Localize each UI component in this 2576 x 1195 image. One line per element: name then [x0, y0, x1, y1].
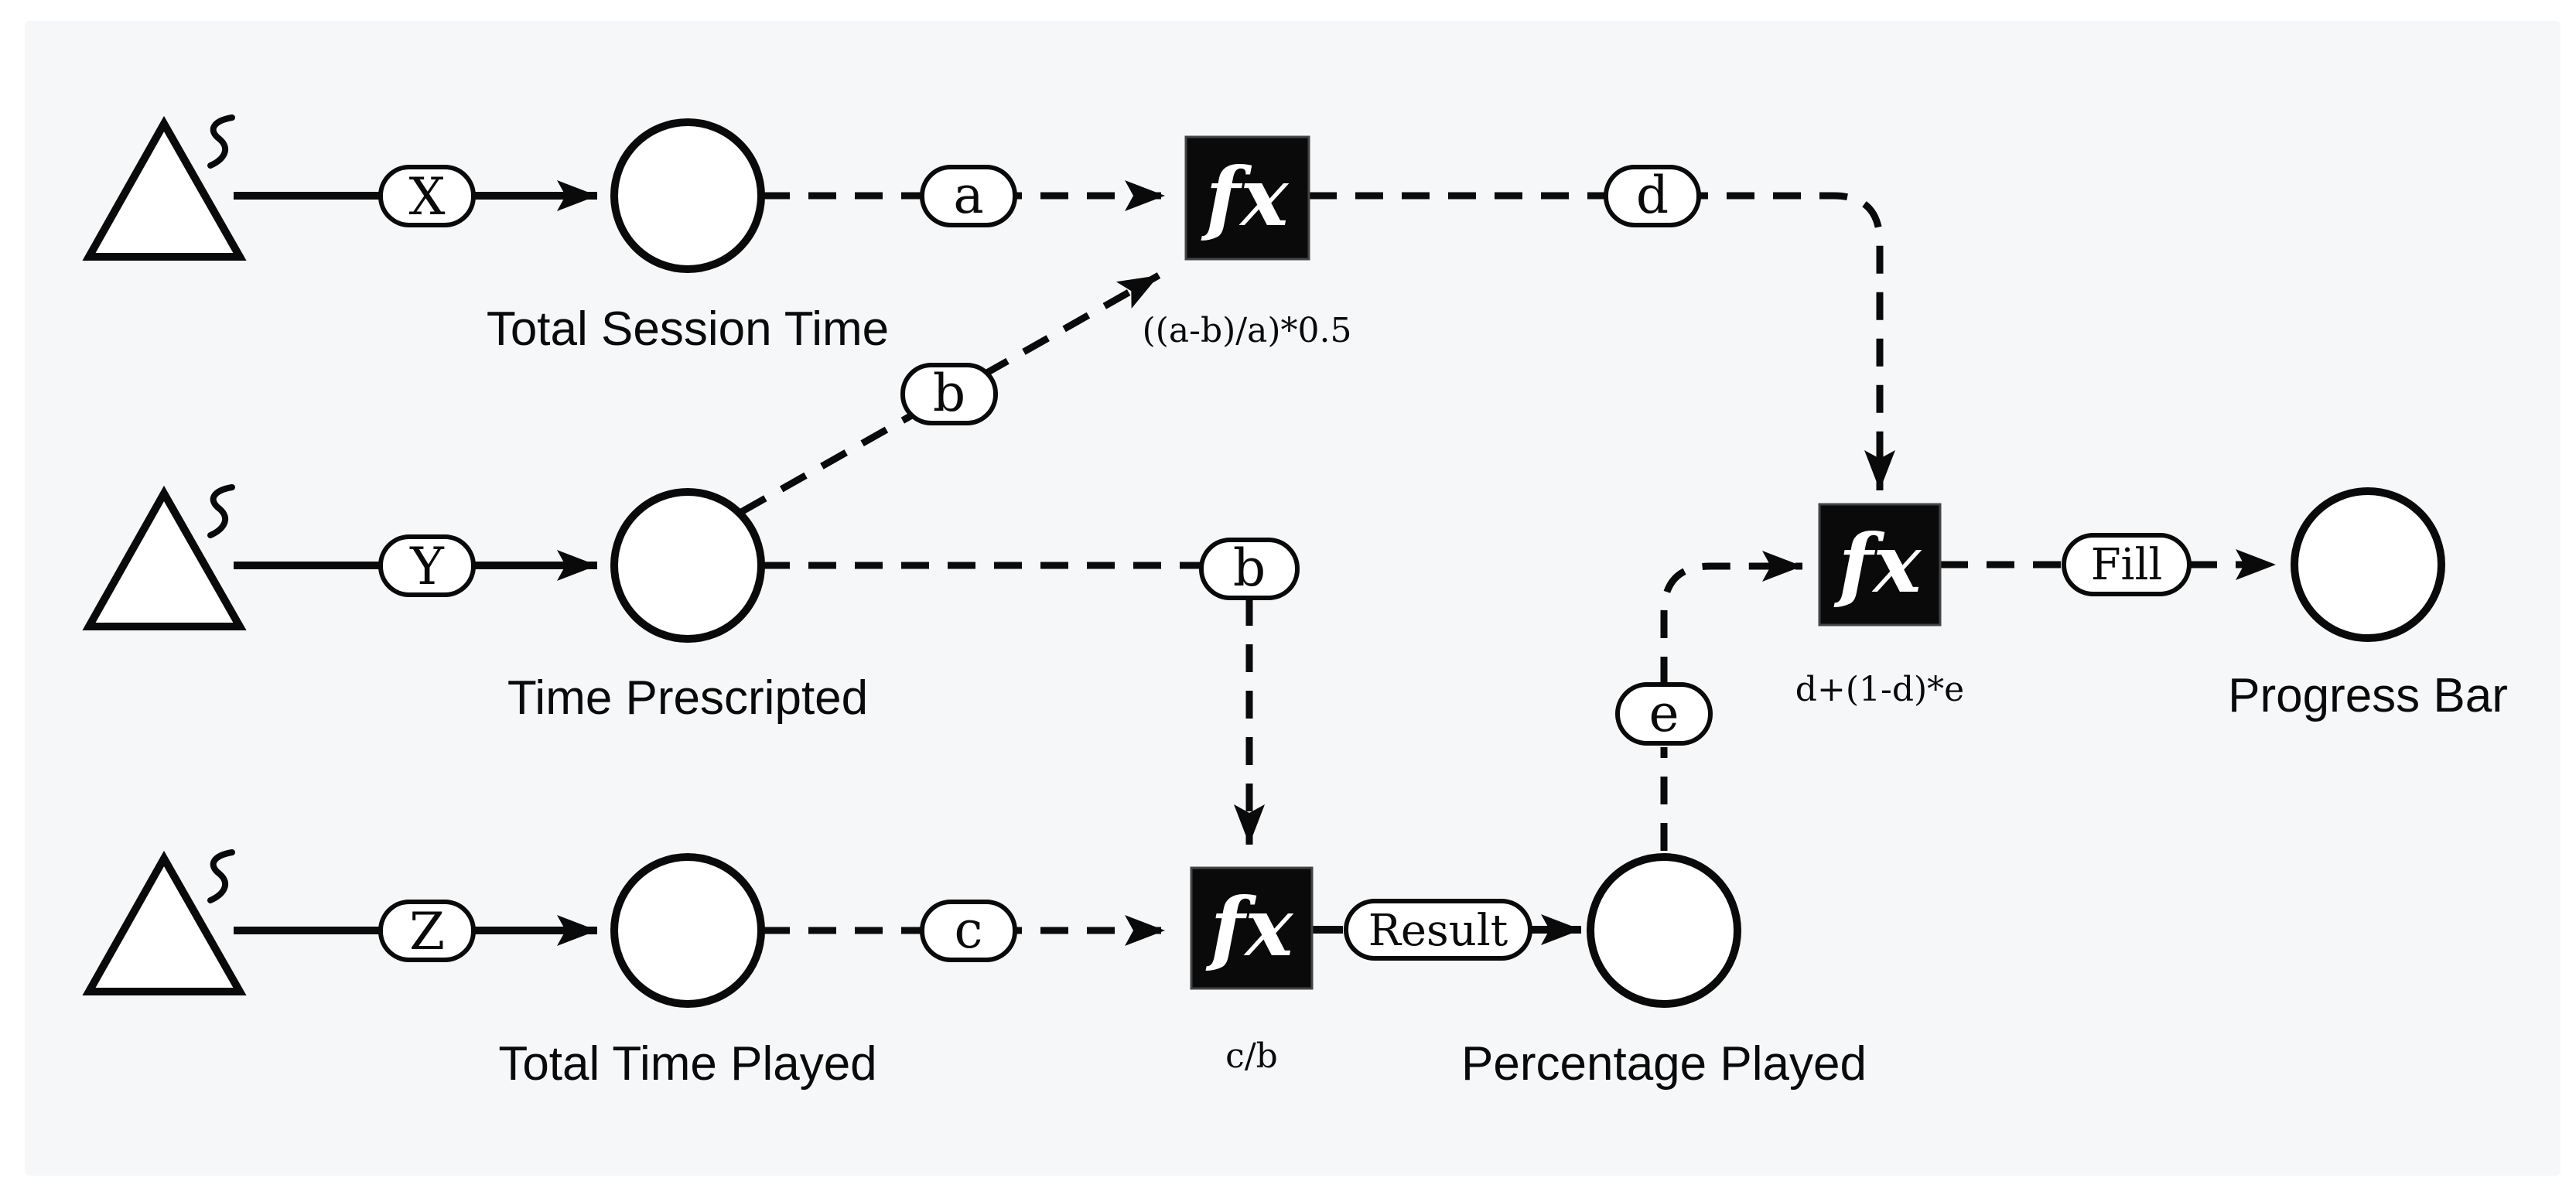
- connector-d: [1309, 192, 1895, 490]
- stock-label-total-time-played: Total Time Played: [498, 1037, 876, 1091]
- source-squiggle-icon: [207, 484, 235, 538]
- node-progress-bar[interactable]: [2291, 487, 2445, 642]
- function-node-2[interactable]: fx: [1818, 503, 1942, 627]
- function-node-3[interactable]: fx: [1190, 866, 1314, 990]
- flow-pill-y[interactable]: Y: [378, 534, 476, 597]
- stock-label-total-session-time: Total Session Time: [487, 302, 889, 356]
- node-label-percentage-played: Percentage Played: [1461, 1037, 1867, 1091]
- connector-pill-d[interactable]: d: [1604, 165, 1701, 227]
- source-triangle-z[interactable]: [82, 850, 247, 995]
- stock-node-total-time-played[interactable]: [610, 853, 765, 1008]
- connector-pill-a-label: a: [953, 166, 983, 225]
- connector-pill-d-label: d: [1636, 166, 1669, 225]
- connector-pill-b-lower-label: b: [1233, 538, 1266, 598]
- fx-icon: fx: [1201, 149, 1290, 244]
- connector-pill-a[interactable]: a: [920, 165, 1017, 227]
- flow-pill-x-label: X: [409, 167, 446, 227]
- connector-pill-fill[interactable]: Fill: [2062, 533, 2192, 596]
- connector-pill-b-upper[interactable]: b: [900, 363, 998, 425]
- connector-pill-c[interactable]: c: [920, 900, 1017, 962]
- source-z: [82, 849, 247, 995]
- source-x: [82, 114, 247, 261]
- connector-pill-result[interactable]: Result: [1344, 899, 1532, 961]
- flow-pill-z[interactable]: Z: [378, 900, 476, 962]
- stock-node-total-session-time[interactable]: [610, 118, 765, 273]
- connector-pill-c-label: c: [955, 900, 983, 960]
- source-squiggle-icon: [207, 849, 235, 903]
- source-triangle-x[interactable]: [82, 115, 247, 261]
- node-percentage-played[interactable]: [1587, 853, 1741, 1008]
- stock-node-time-prescripted[interactable]: [610, 488, 765, 643]
- function-1-formula: ((a-b)/a)*0.5: [1143, 311, 1352, 350]
- source-y: [82, 484, 247, 630]
- connector-e-upper: [1660, 551, 1802, 685]
- connector-pill-b-upper-label: b: [933, 364, 965, 423]
- connector-pill-b-lower[interactable]: b: [1199, 538, 1300, 600]
- stock-label-time-prescripted: Time Prescripted: [507, 671, 868, 725]
- function-2-formula: d+(1-d)*e: [1795, 670, 1964, 709]
- function-3-formula: c/b: [1225, 1036, 1278, 1076]
- connector-pill-e[interactable]: e: [1615, 682, 1713, 746]
- fx-icon: fx: [1833, 516, 1922, 611]
- flow-pill-z-label: Z: [409, 902, 445, 961]
- fx-icon: fx: [1205, 879, 1294, 975]
- connector-pill-result-label: Result: [1368, 906, 1508, 956]
- source-triangle-y[interactable]: [82, 485, 247, 630]
- flow-pill-y-label: Y: [409, 537, 445, 596]
- node-label-progress-bar: Progress Bar: [2228, 669, 2508, 722]
- source-squiggle-icon: [207, 114, 235, 169]
- connector-pill-fill-label: Fill: [2091, 540, 2163, 590]
- connector-pill-e-label: e: [1648, 684, 1679, 743]
- function-node-1[interactable]: fx: [1184, 135, 1310, 261]
- flow-pill-x[interactable]: X: [378, 165, 476, 227]
